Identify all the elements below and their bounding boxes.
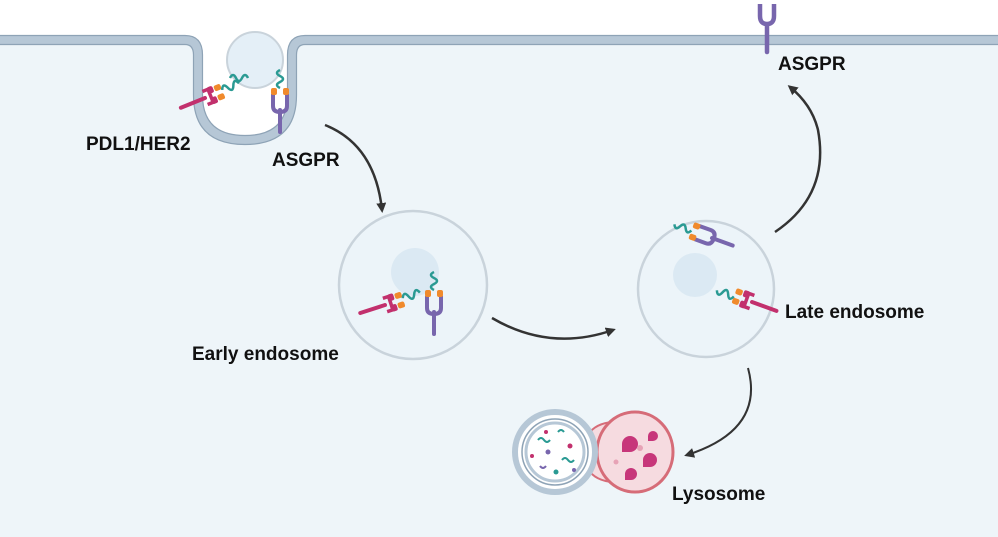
arrow-late-to-surface [774, 85, 822, 234]
surface-asgpr-receptor [757, 4, 777, 55]
asgpr-surface-label: ASGPR [778, 54, 846, 75]
pdl1-her2-label: PDL1/HER2 [86, 134, 191, 155]
arrow-pit-to-early [324, 123, 387, 213]
early-endosome-label: Early endosome [192, 344, 339, 365]
arrow-late-to-lysosome [684, 367, 753, 458]
clathrin-pit [175, 31, 291, 134]
lysosome-label: Lysosome [672, 484, 766, 505]
late-endosome [636, 213, 782, 359]
cytoplasm [0, 40, 998, 537]
early-endosome [337, 209, 489, 361]
enzyme-icon [613, 431, 658, 480]
debris-icon [530, 429, 576, 475]
arrow-early-to-late [491, 316, 616, 340]
late-endosome-label: Late endosome [785, 302, 925, 323]
lysosome [512, 409, 675, 495]
asgpr-membrane-label: ASGPR [272, 150, 340, 171]
cell-membrane [0, 35, 998, 145]
